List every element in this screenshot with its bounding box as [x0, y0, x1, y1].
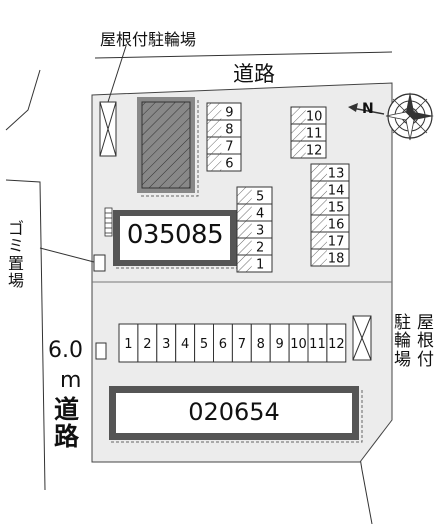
stall-number: 6: [225, 157, 233, 172]
stall-number: 18: [328, 252, 345, 267]
stall-row-11: 11: [307, 323, 328, 363]
compass-north-arrow: [348, 103, 385, 115]
stall-a-8: 8: [206, 119, 242, 138]
stall-d-17: 17: [310, 231, 350, 250]
stall-number: 4: [256, 207, 264, 222]
stall-a-7: 7: [206, 136, 242, 155]
stall-a-9: 9: [206, 102, 242, 121]
bike-parking-top-label: 屋根付駐輪場: [100, 30, 197, 49]
stall-number: 12: [328, 337, 345, 352]
bike-parking-right: [352, 315, 372, 361]
label-char: 付: [417, 349, 434, 370]
stall-row-12: 12: [326, 323, 347, 363]
stall-number: 6: [219, 337, 227, 352]
stall-d-13: 13: [310, 163, 350, 182]
bike-parking-right-label-col2: 屋根付: [417, 314, 434, 369]
label-char: 場: [8, 270, 25, 290]
compass-north-letter: N: [362, 101, 374, 117]
stall-row-9: 9: [269, 323, 290, 363]
building-upper: [113, 210, 241, 269]
stall-number: 5: [256, 190, 264, 205]
label-char: 輪: [394, 331, 411, 352]
stall-number: 1: [256, 258, 264, 273]
stall-b-1: 1: [236, 254, 273, 273]
stall-number: 4: [181, 337, 189, 352]
stairs: [104, 207, 113, 237]
stall-row-3: 3: [156, 323, 177, 363]
stall-number: 3: [162, 337, 170, 352]
stall-row-7: 7: [231, 323, 252, 363]
road-left-width: 6.0: [48, 338, 83, 363]
stall-a-6: 6: [206, 153, 242, 172]
stall-number: 7: [238, 337, 246, 352]
garbage-leader: [39, 247, 95, 263]
stall-c-11: 11: [290, 123, 327, 142]
stall-number: 13: [328, 167, 345, 182]
label-char: 場: [394, 349, 411, 370]
stall-number: 11: [309, 337, 326, 352]
stall-number: 8: [225, 123, 233, 138]
stall-number: 9: [276, 337, 284, 352]
stall-number: 2: [256, 241, 264, 256]
label-char: 置: [8, 253, 25, 273]
building-north-hatched: [137, 97, 199, 197]
road-left-name: 道路: [54, 396, 79, 450]
stall-number: 9: [225, 106, 233, 121]
stall-b-4: 4: [236, 203, 273, 222]
label-char: 根: [417, 331, 434, 352]
garbage-place: [93, 254, 106, 272]
stall-row-5: 5: [194, 323, 215, 363]
label-char: 屋: [417, 313, 434, 333]
stall-number: 15: [328, 201, 345, 216]
stall-number: 2: [143, 337, 151, 352]
stall-number: 10: [306, 110, 323, 125]
stall-row-6: 6: [213, 323, 233, 363]
stall-number: 7: [225, 140, 233, 155]
road-top-label: 道路: [233, 62, 275, 86]
building-lower: [109, 386, 363, 443]
marker-lower: [95, 342, 107, 360]
label-char: 駐: [394, 313, 411, 333]
stall-number: 8: [257, 337, 265, 352]
stall-row-8: 8: [250, 323, 271, 363]
stall-number: 5: [200, 337, 208, 352]
building-upper-code: 035085: [126, 220, 224, 250]
compass-rose: [385, 92, 434, 141]
stall-row-10: 10: [288, 323, 309, 363]
stall-d-15: 15: [310, 197, 350, 216]
label-char: 道: [54, 395, 80, 424]
stall-number: 1: [124, 337, 132, 352]
stall-c-12: 12: [290, 140, 327, 159]
bike-label-leader: [107, 45, 127, 103]
label-char: ゴ: [8, 219, 25, 238]
stall-row-2: 2: [137, 323, 158, 363]
stall-number: 14: [328, 184, 345, 199]
stall-b-5: 5: [236, 186, 273, 205]
stall-d-18: 18: [310, 248, 350, 267]
road-left-unit: m: [60, 368, 82, 393]
stall-number: 17: [328, 235, 345, 250]
label-char: 路: [54, 422, 80, 451]
stall-number: 11: [306, 127, 323, 142]
stall-b-3: 3: [236, 220, 273, 239]
stall-number: 10: [290, 337, 307, 352]
stall-row-4: 4: [175, 323, 196, 363]
stall-number: 3: [256, 224, 264, 239]
stall-c-10: 10: [290, 106, 327, 125]
stall-b-2: 2: [236, 237, 273, 256]
building-lower-code: 020654: [188, 398, 280, 426]
stall-number: 16: [328, 218, 345, 233]
stall-d-16: 16: [310, 214, 350, 233]
stall-d-14: 14: [310, 180, 350, 199]
bike-parking-right-label-col1: 駐輪場: [394, 314, 411, 369]
stall-row-1: 1: [118, 323, 139, 363]
garbage-place-label: ゴミ置場: [8, 220, 24, 289]
stall-number: 12: [306, 144, 323, 159]
bike-parking-top: [99, 101, 117, 157]
label-char: ミ: [8, 236, 25, 256]
